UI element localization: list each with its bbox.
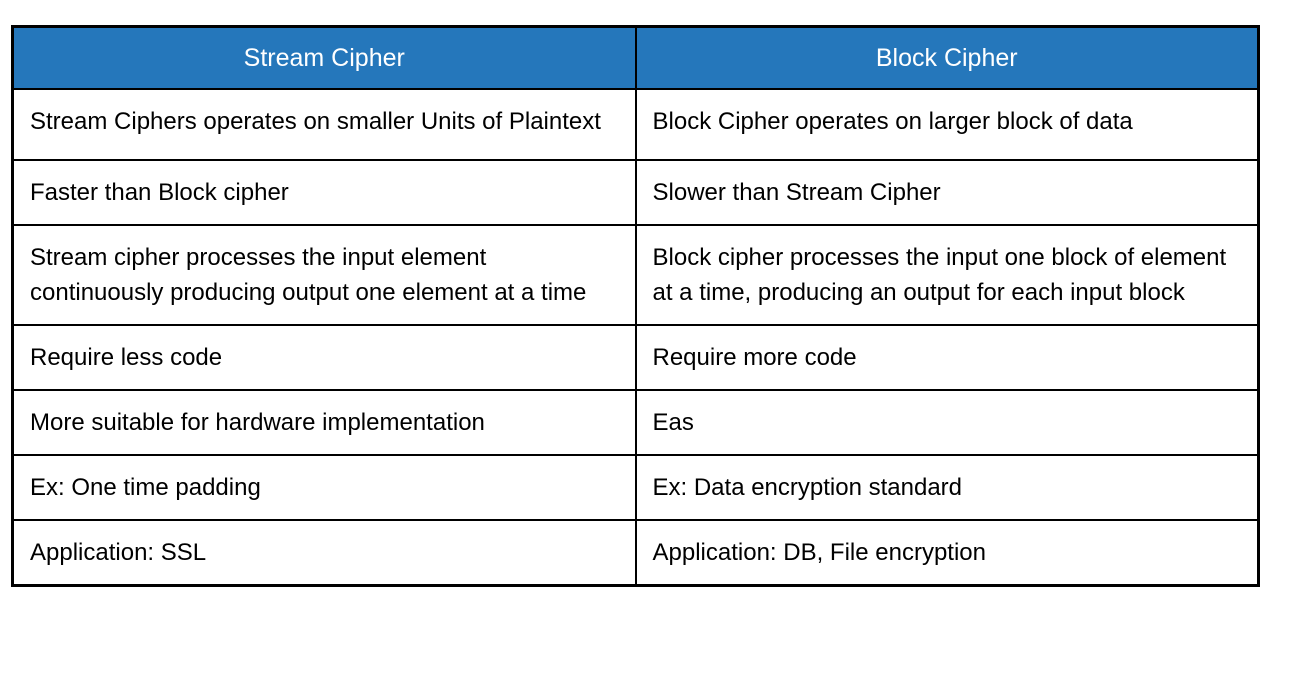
table-row: Ex: One time padding Ex: Data encryption… — [11, 454, 1260, 521]
comparison-table: Stream Cipher Block Cipher Stream Cipher… — [11, 25, 1260, 587]
cell-block-cipher: Slower than Stream Cipher — [634, 159, 1260, 226]
cell-stream-cipher: Faster than Block cipher — [11, 159, 637, 226]
table-row: Require less code Require more code — [11, 324, 1260, 391]
column-header-stream-cipher: Stream Cipher — [11, 25, 637, 90]
cell-block-cipher: Application: DB, File encryption — [634, 519, 1260, 587]
cell-stream-cipher: Require less code — [11, 324, 637, 391]
cell-stream-cipher: More suitable for hardware implementatio… — [11, 389, 637, 456]
table-row: Application: SSL Application: DB, File e… — [11, 519, 1260, 587]
cell-stream-cipher: Application: SSL — [11, 519, 637, 587]
cell-stream-cipher: Stream Ciphers operates on smaller Units… — [11, 88, 637, 161]
table-row: More suitable for hardware implementatio… — [11, 389, 1260, 456]
table-row: Faster than Block cipher Slower than Str… — [11, 159, 1260, 226]
cell-stream-cipher: Stream cipher processes the input elemen… — [11, 224, 637, 326]
table-row: Stream cipher processes the input elemen… — [11, 224, 1260, 326]
cell-block-cipher: Eas — [634, 389, 1260, 456]
header-row: Stream Cipher Block Cipher — [11, 25, 1260, 90]
table-row: Stream Ciphers operates on smaller Units… — [11, 88, 1260, 161]
column-header-block-cipher: Block Cipher — [634, 25, 1260, 90]
cell-block-cipher: Ex: Data encryption standard — [634, 454, 1260, 521]
cell-block-cipher: Block Cipher operates on larger block of… — [634, 88, 1260, 161]
cell-stream-cipher: Ex: One time padding — [11, 454, 637, 521]
cell-block-cipher: Require more code — [634, 324, 1260, 391]
cell-block-cipher: Block cipher processes the input one blo… — [634, 224, 1260, 326]
